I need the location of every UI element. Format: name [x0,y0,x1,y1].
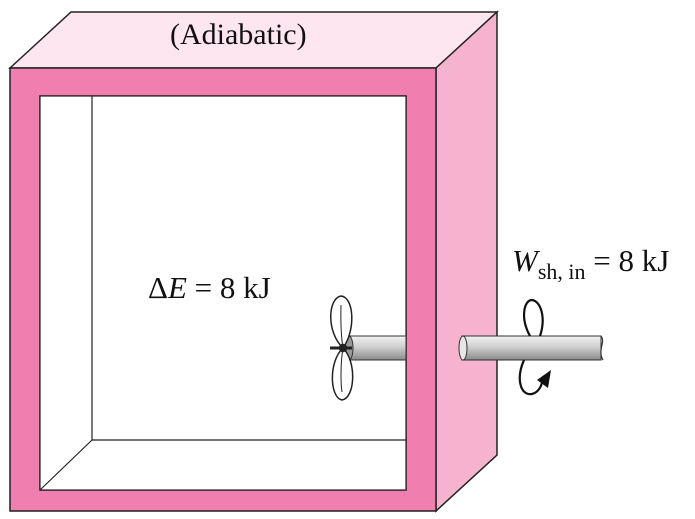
shaft-work-label: Wsh, in = 8 kJ [512,243,670,284]
inner-shaft [344,335,407,361]
energy-variable: E [167,270,187,305]
box-side-face [435,10,498,513]
rotation-arrowhead-icon [537,370,551,388]
work-variable: W [512,243,538,278]
work-value: = 8 kJ [585,243,670,278]
work-subscript: sh, in [537,259,586,284]
energy-change-label: ΔE = 8 kJ [148,270,271,306]
delta-symbol: Δ [148,270,168,305]
adiabatic-label: (Adiabatic) [170,18,307,51]
outer-shaft [458,335,604,361]
interior-floor-corner-edge [39,439,93,491]
box-interior [39,95,407,491]
paddle-wheel [330,295,354,401]
energy-value: = 8 kJ [186,270,271,305]
